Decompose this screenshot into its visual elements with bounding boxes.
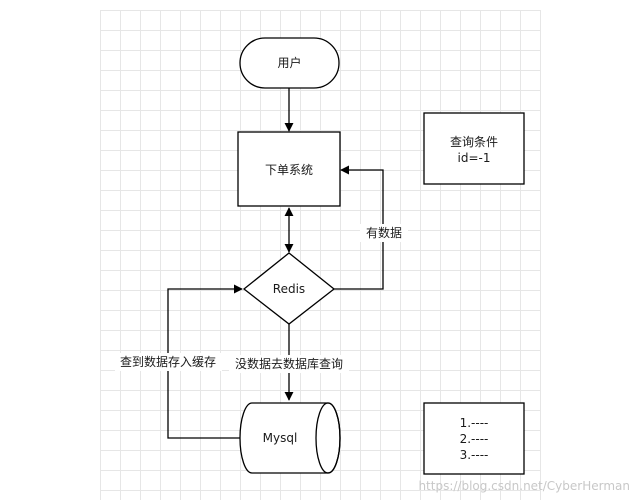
note-list-line-2: 2.---- <box>460 432 489 446</box>
note-list <box>423 402 525 475</box>
note-list-line-1: 1.---- <box>460 416 489 430</box>
node-order-system <box>237 131 341 207</box>
note-query-condition-line-1: 查询条件 <box>450 135 498 149</box>
note-query-condition-line-2: id=-1 <box>458 151 491 165</box>
node-order-system-label: 下单系统 <box>265 163 313 177</box>
node-redis-label: Redis <box>273 282 305 296</box>
node-redis <box>242 252 336 325</box>
edge-label-cache-back: 查到数据存入缓存 <box>120 354 216 369</box>
diagram-canvas <box>100 10 541 500</box>
node-mysql-label: Mysql <box>263 431 298 445</box>
node-mysql-cap <box>315 402 341 474</box>
edge-label-has-data: 有数据 <box>366 225 402 240</box>
edge-label-no-data: 没数据去数据库查询 <box>235 356 343 371</box>
note-query-condition <box>423 112 525 185</box>
note-list-line-3: 3.---- <box>460 448 489 462</box>
node-user <box>239 37 340 89</box>
watermark: https://blog.csdn.net/CyberHerman <box>418 479 630 493</box>
node-user-label: 用户 <box>277 55 301 70</box>
